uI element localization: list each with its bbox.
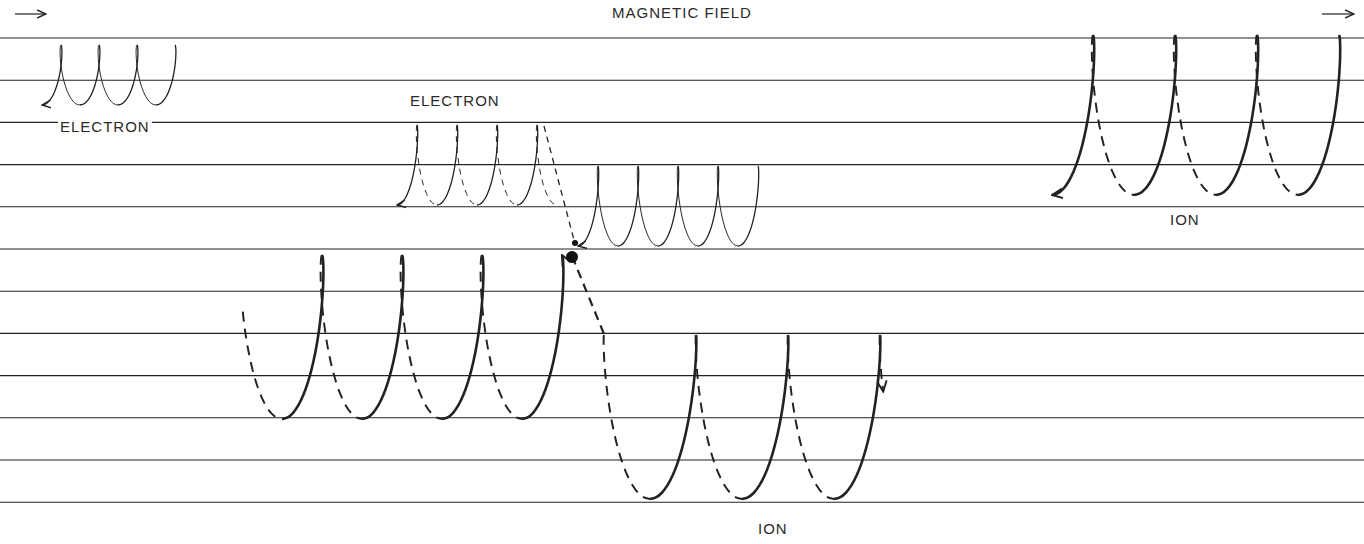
ion-path bbox=[362, 255, 403, 419]
electron-path-link bbox=[544, 126, 574, 240]
field-line bbox=[0, 502, 1364, 503]
particle-paths bbox=[42, 35, 1340, 499]
field-line bbox=[0, 291, 1364, 292]
ion-path bbox=[321, 255, 362, 419]
electron-path bbox=[618, 166, 639, 246]
electron-path bbox=[637, 166, 658, 246]
field-line bbox=[0, 333, 1364, 334]
collision-point bbox=[572, 240, 578, 246]
field-line bbox=[0, 459, 1364, 460]
electron-path bbox=[517, 125, 538, 205]
ion-path bbox=[788, 335, 834, 499]
particle-label: ELECTRON bbox=[58, 118, 152, 135]
electron-path bbox=[80, 45, 100, 105]
ion-path bbox=[401, 255, 442, 419]
ion-path bbox=[650, 335, 696, 499]
field-line bbox=[0, 80, 1364, 81]
electron-path bbox=[477, 125, 498, 205]
ion-path bbox=[1134, 35, 1176, 195]
electron-path bbox=[738, 166, 759, 246]
electron-path bbox=[98, 45, 118, 105]
electron-path bbox=[397, 125, 418, 205]
electron-path bbox=[136, 45, 156, 105]
electron-path bbox=[118, 45, 138, 105]
field-line bbox=[0, 37, 1364, 38]
ion-path bbox=[1174, 35, 1216, 195]
electron-path bbox=[597, 166, 618, 246]
ion-path bbox=[282, 255, 323, 419]
ion-path bbox=[1092, 35, 1134, 195]
electron-path bbox=[698, 166, 719, 246]
ion-path bbox=[243, 312, 282, 419]
electron-path bbox=[717, 166, 738, 246]
ion-path bbox=[481, 255, 522, 419]
ion-path bbox=[522, 255, 563, 419]
electron-path bbox=[578, 166, 599, 246]
ion-path bbox=[742, 335, 788, 499]
particle-label: ELECTRON bbox=[408, 92, 502, 109]
electron-path bbox=[456, 125, 477, 205]
ion-path bbox=[1298, 35, 1340, 195]
field-line bbox=[0, 206, 1364, 207]
field-line bbox=[0, 122, 1364, 123]
field-arrow bbox=[15, 13, 46, 14]
electron-path bbox=[536, 125, 555, 205]
electron-path bbox=[677, 166, 698, 246]
ion-path bbox=[1256, 35, 1298, 195]
collision-point bbox=[566, 251, 578, 263]
electron-path bbox=[658, 166, 679, 246]
electron-path bbox=[437, 125, 458, 205]
ion-path bbox=[1216, 35, 1258, 195]
ion-path bbox=[696, 335, 742, 499]
field-lines bbox=[0, 38, 1364, 502]
field-line bbox=[0, 417, 1364, 418]
electron-path bbox=[156, 45, 176, 105]
ion-path bbox=[1052, 35, 1094, 195]
field-line bbox=[0, 248, 1364, 249]
electron-path bbox=[496, 125, 517, 205]
field-arrow bbox=[1322, 13, 1354, 14]
electron-path bbox=[42, 45, 62, 105]
electron-path bbox=[60, 45, 80, 105]
field-line bbox=[0, 375, 1364, 376]
ion-path bbox=[442, 255, 483, 419]
ion-path bbox=[834, 335, 880, 499]
particle-label: ION bbox=[756, 520, 790, 537]
ion-path bbox=[880, 335, 884, 392]
ion-path bbox=[604, 335, 650, 499]
ion-path-link bbox=[572, 256, 604, 334]
particle-label: ION bbox=[1168, 211, 1202, 228]
electron-path bbox=[416, 125, 437, 205]
field-title: MAGNETIC FIELD bbox=[610, 4, 754, 21]
